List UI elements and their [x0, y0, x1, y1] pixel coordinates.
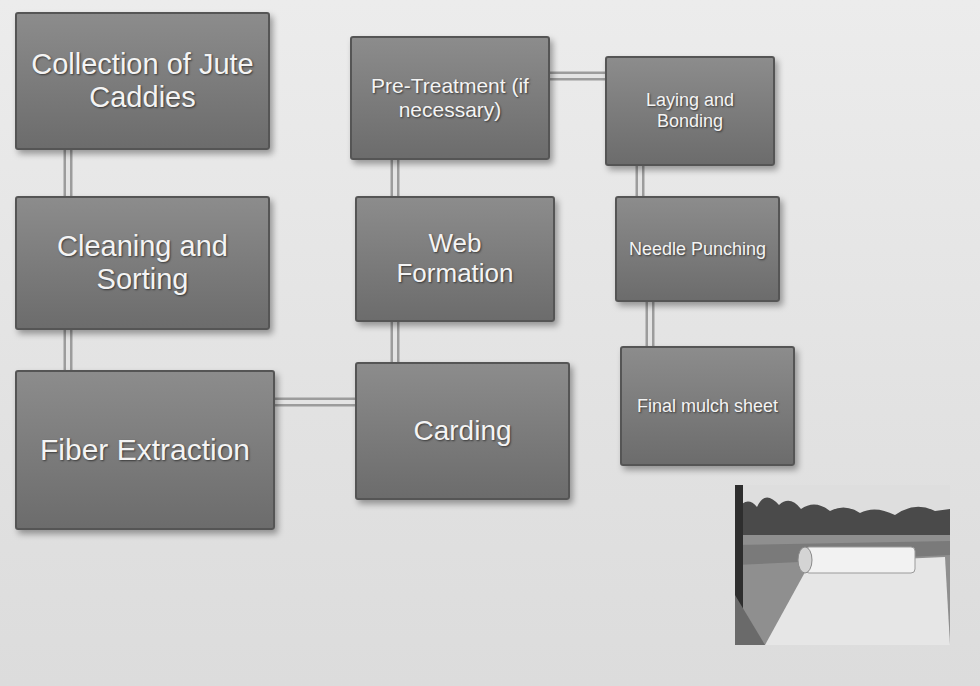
box-label: Collection of Jute Caddies	[27, 48, 258, 115]
double-connector	[395, 160, 396, 196]
box-text: Collection of Jute Caddies	[27, 48, 258, 115]
box-text: Web Formation	[367, 229, 543, 289]
tree-line	[735, 497, 950, 537]
connector-stroke	[636, 166, 645, 196]
roll-end	[798, 547, 812, 573]
process-box: Laying and Bonding	[605, 56, 775, 166]
connector-stroke	[66, 330, 70, 370]
double-connector	[650, 302, 651, 346]
connector-stroke	[391, 322, 400, 362]
connector-stroke	[66, 150, 70, 196]
connector-stroke	[275, 398, 355, 407]
box-text: Pre-Treatment (if necessary)	[362, 74, 538, 122]
double-connector	[68, 330, 69, 370]
soil	[735, 595, 765, 645]
process-box: Web Formation	[355, 196, 555, 322]
process-box: Carding	[355, 362, 570, 500]
process-box: Pre-Treatment (if necessary)	[350, 36, 550, 160]
connector-stroke	[391, 160, 400, 196]
box-text: Laying and Bonding	[617, 90, 763, 131]
process-box: Cleaning and Sorting	[15, 196, 270, 330]
connector-stroke	[64, 150, 73, 196]
field	[735, 535, 950, 645]
box-label: Carding	[413, 415, 511, 447]
box-label: Laying and Bonding	[617, 90, 763, 131]
box-text: Needle Punching	[629, 239, 766, 260]
process-box: Fiber Extraction	[15, 370, 275, 530]
double-connector	[275, 402, 355, 403]
double-connector	[640, 166, 641, 196]
box-text: Carding	[413, 415, 511, 447]
photo-ground	[735, 485, 950, 645]
connector-stroke	[275, 400, 355, 404]
box-text: Final mulch sheet	[637, 396, 778, 417]
process-box: Final mulch sheet	[620, 346, 795, 466]
box-label: Web Formation	[367, 229, 543, 289]
double-connector	[550, 76, 605, 77]
double-connector	[395, 322, 396, 362]
mulch-photo	[735, 485, 950, 645]
box-text: Fiber Extraction	[40, 433, 250, 468]
double-connector	[68, 150, 69, 196]
box-label: Fiber Extraction	[40, 433, 250, 468]
box-label: Cleaning and Sorting	[27, 230, 258, 297]
connector-stroke	[550, 74, 605, 78]
connector-stroke	[646, 302, 655, 346]
connector-stroke	[550, 72, 605, 81]
connector-stroke	[393, 322, 397, 362]
connector-stroke	[64, 330, 73, 370]
box-label: Pre-Treatment (if necessary)	[362, 74, 538, 122]
process-box: Needle Punching	[615, 196, 780, 302]
box-text: Cleaning and Sorting	[27, 230, 258, 297]
box-label: Needle Punching	[629, 239, 766, 260]
mulch-roll	[805, 547, 915, 573]
connector-stroke	[393, 160, 397, 196]
connector-stroke	[638, 166, 642, 196]
connector-stroke	[648, 302, 652, 346]
box-label: Final mulch sheet	[637, 396, 778, 417]
process-box: Collection of Jute Caddies	[15, 12, 270, 150]
